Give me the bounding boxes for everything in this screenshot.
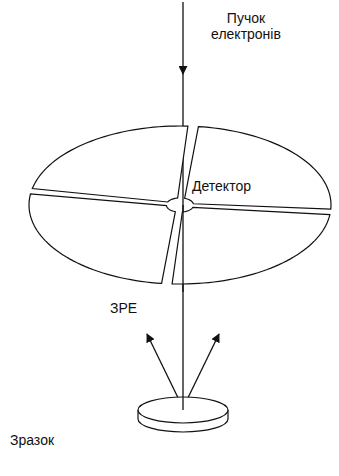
detector-label: Детектор: [192, 178, 251, 194]
detector-segment: [185, 127, 331, 210]
detector: Детектор: [26, 122, 336, 292]
detector-segment: [29, 194, 175, 283]
beam-arrow: [182, 2, 183, 74]
bse-label: ЗРЕ: [110, 300, 150, 316]
detector-segment: [32, 126, 188, 202]
beam-line: [182, 205, 183, 292]
detector-segment: [172, 207, 330, 284]
detector-segments: [26, 122, 336, 292]
sample-disc: [138, 397, 228, 432]
beam-line: [182, 72, 183, 410]
sample-label: Зразок: [10, 432, 80, 448]
beam-label: Пучок електронів: [200, 10, 292, 42]
